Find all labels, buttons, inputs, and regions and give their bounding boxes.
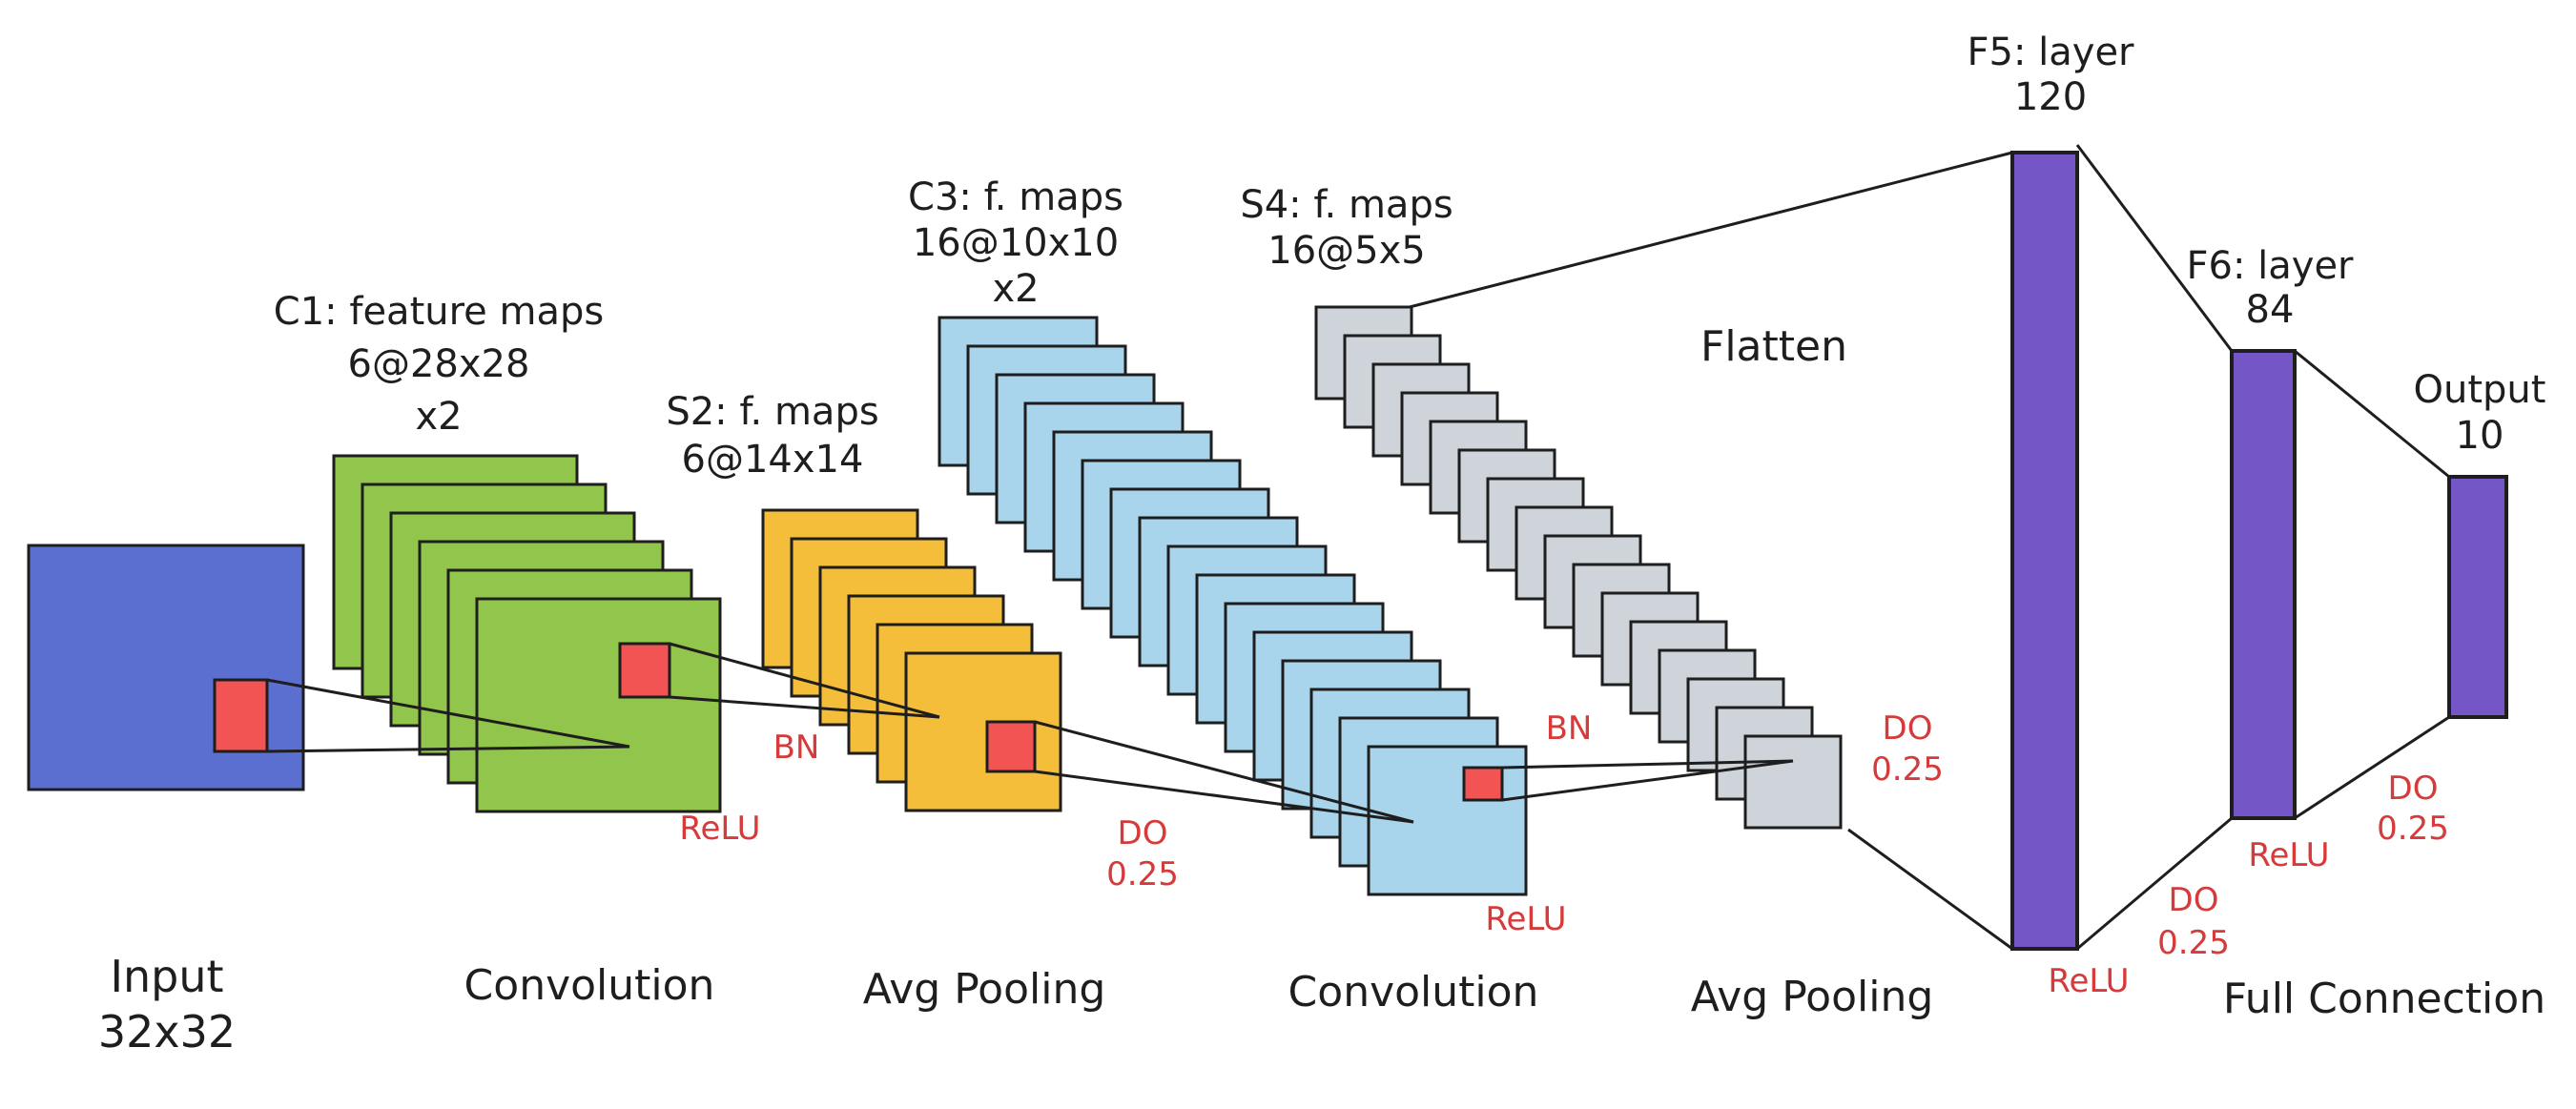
input-size: 32x32 xyxy=(98,1006,236,1058)
bn-c3: BN xyxy=(1546,709,1593,748)
stage-pooling-1: Avg Pooling xyxy=(863,965,1106,1014)
c1-kernel xyxy=(618,642,671,699)
relu-c3: ReLU xyxy=(1485,900,1566,938)
do-s2-value: 0.25 xyxy=(1106,855,1179,893)
do-f5-value: 0.25 xyxy=(2157,924,2230,962)
stage-convolution-2: Convolution xyxy=(1288,968,1539,1017)
s2-map-6 xyxy=(904,651,1062,812)
s2-title: S2: f. maps xyxy=(666,390,878,434)
c1-map-6 xyxy=(475,597,722,813)
stage-convolution-1: Convolution xyxy=(464,961,715,1010)
relu-f6: ReLU xyxy=(2248,836,2329,874)
output-title: Output xyxy=(2414,368,2546,412)
s2-feature-maps xyxy=(761,508,1062,812)
f6-size: 84 xyxy=(2246,288,2295,332)
s2-size: 6@14x14 xyxy=(682,438,864,482)
c1-title: C1: feature maps xyxy=(274,290,604,334)
do-f6-label: DO xyxy=(2388,770,2439,808)
c3-multiplier: x2 xyxy=(992,267,1039,311)
s2-kernel xyxy=(985,720,1037,773)
flatten-label: Flatten xyxy=(1700,322,1847,371)
do-f5-label: DO xyxy=(2169,881,2219,919)
f5-size: 120 xyxy=(2014,75,2087,119)
f5-bar xyxy=(2010,151,2079,951)
do-s4-value: 0.25 xyxy=(1871,750,1944,789)
input-kernel xyxy=(213,678,269,753)
do-s4-label: DO xyxy=(1883,709,1933,748)
c3-size: 16@10x10 xyxy=(913,221,1119,265)
c1-multiplier: x2 xyxy=(415,395,462,439)
c1-feature-maps xyxy=(332,454,722,813)
c1-size: 6@28x28 xyxy=(348,342,530,386)
f6-title: F6: layer xyxy=(2187,244,2355,288)
c3-feature-maps xyxy=(938,316,1528,896)
relu-c1: ReLU xyxy=(679,810,760,848)
connection-lines xyxy=(266,144,2450,951)
output-size: 10 xyxy=(2456,414,2504,458)
stage-full-connection: Full Connection xyxy=(2223,975,2545,1023)
s4-feature-maps xyxy=(1314,305,1843,830)
s4-size: 16@5x5 xyxy=(1267,229,1425,273)
input-label: Input xyxy=(110,951,223,1002)
c3-kernel xyxy=(1462,766,1504,802)
stage-pooling-2: Avg Pooling xyxy=(1691,973,1934,1021)
output-bar xyxy=(2447,475,2508,719)
annotations: ReLU BN DO 0.25 BN ReLU DO 0.25 ReLU DO … xyxy=(679,709,2448,1000)
relu-f5: ReLU xyxy=(2048,962,2129,1000)
c3-title: C3: f. maps xyxy=(908,175,1123,219)
f6-bar xyxy=(2230,349,2297,820)
do-f6-value: 0.25 xyxy=(2377,810,2449,848)
bn-s2: BN xyxy=(773,729,820,767)
input-layer xyxy=(27,544,305,791)
s4-title: S4: f. maps xyxy=(1240,183,1453,227)
input-block xyxy=(27,544,305,791)
do-s2-label: DO xyxy=(1118,814,1168,852)
s4-map-16 xyxy=(1743,734,1843,830)
f5-title: F5: layer xyxy=(1968,31,2135,74)
